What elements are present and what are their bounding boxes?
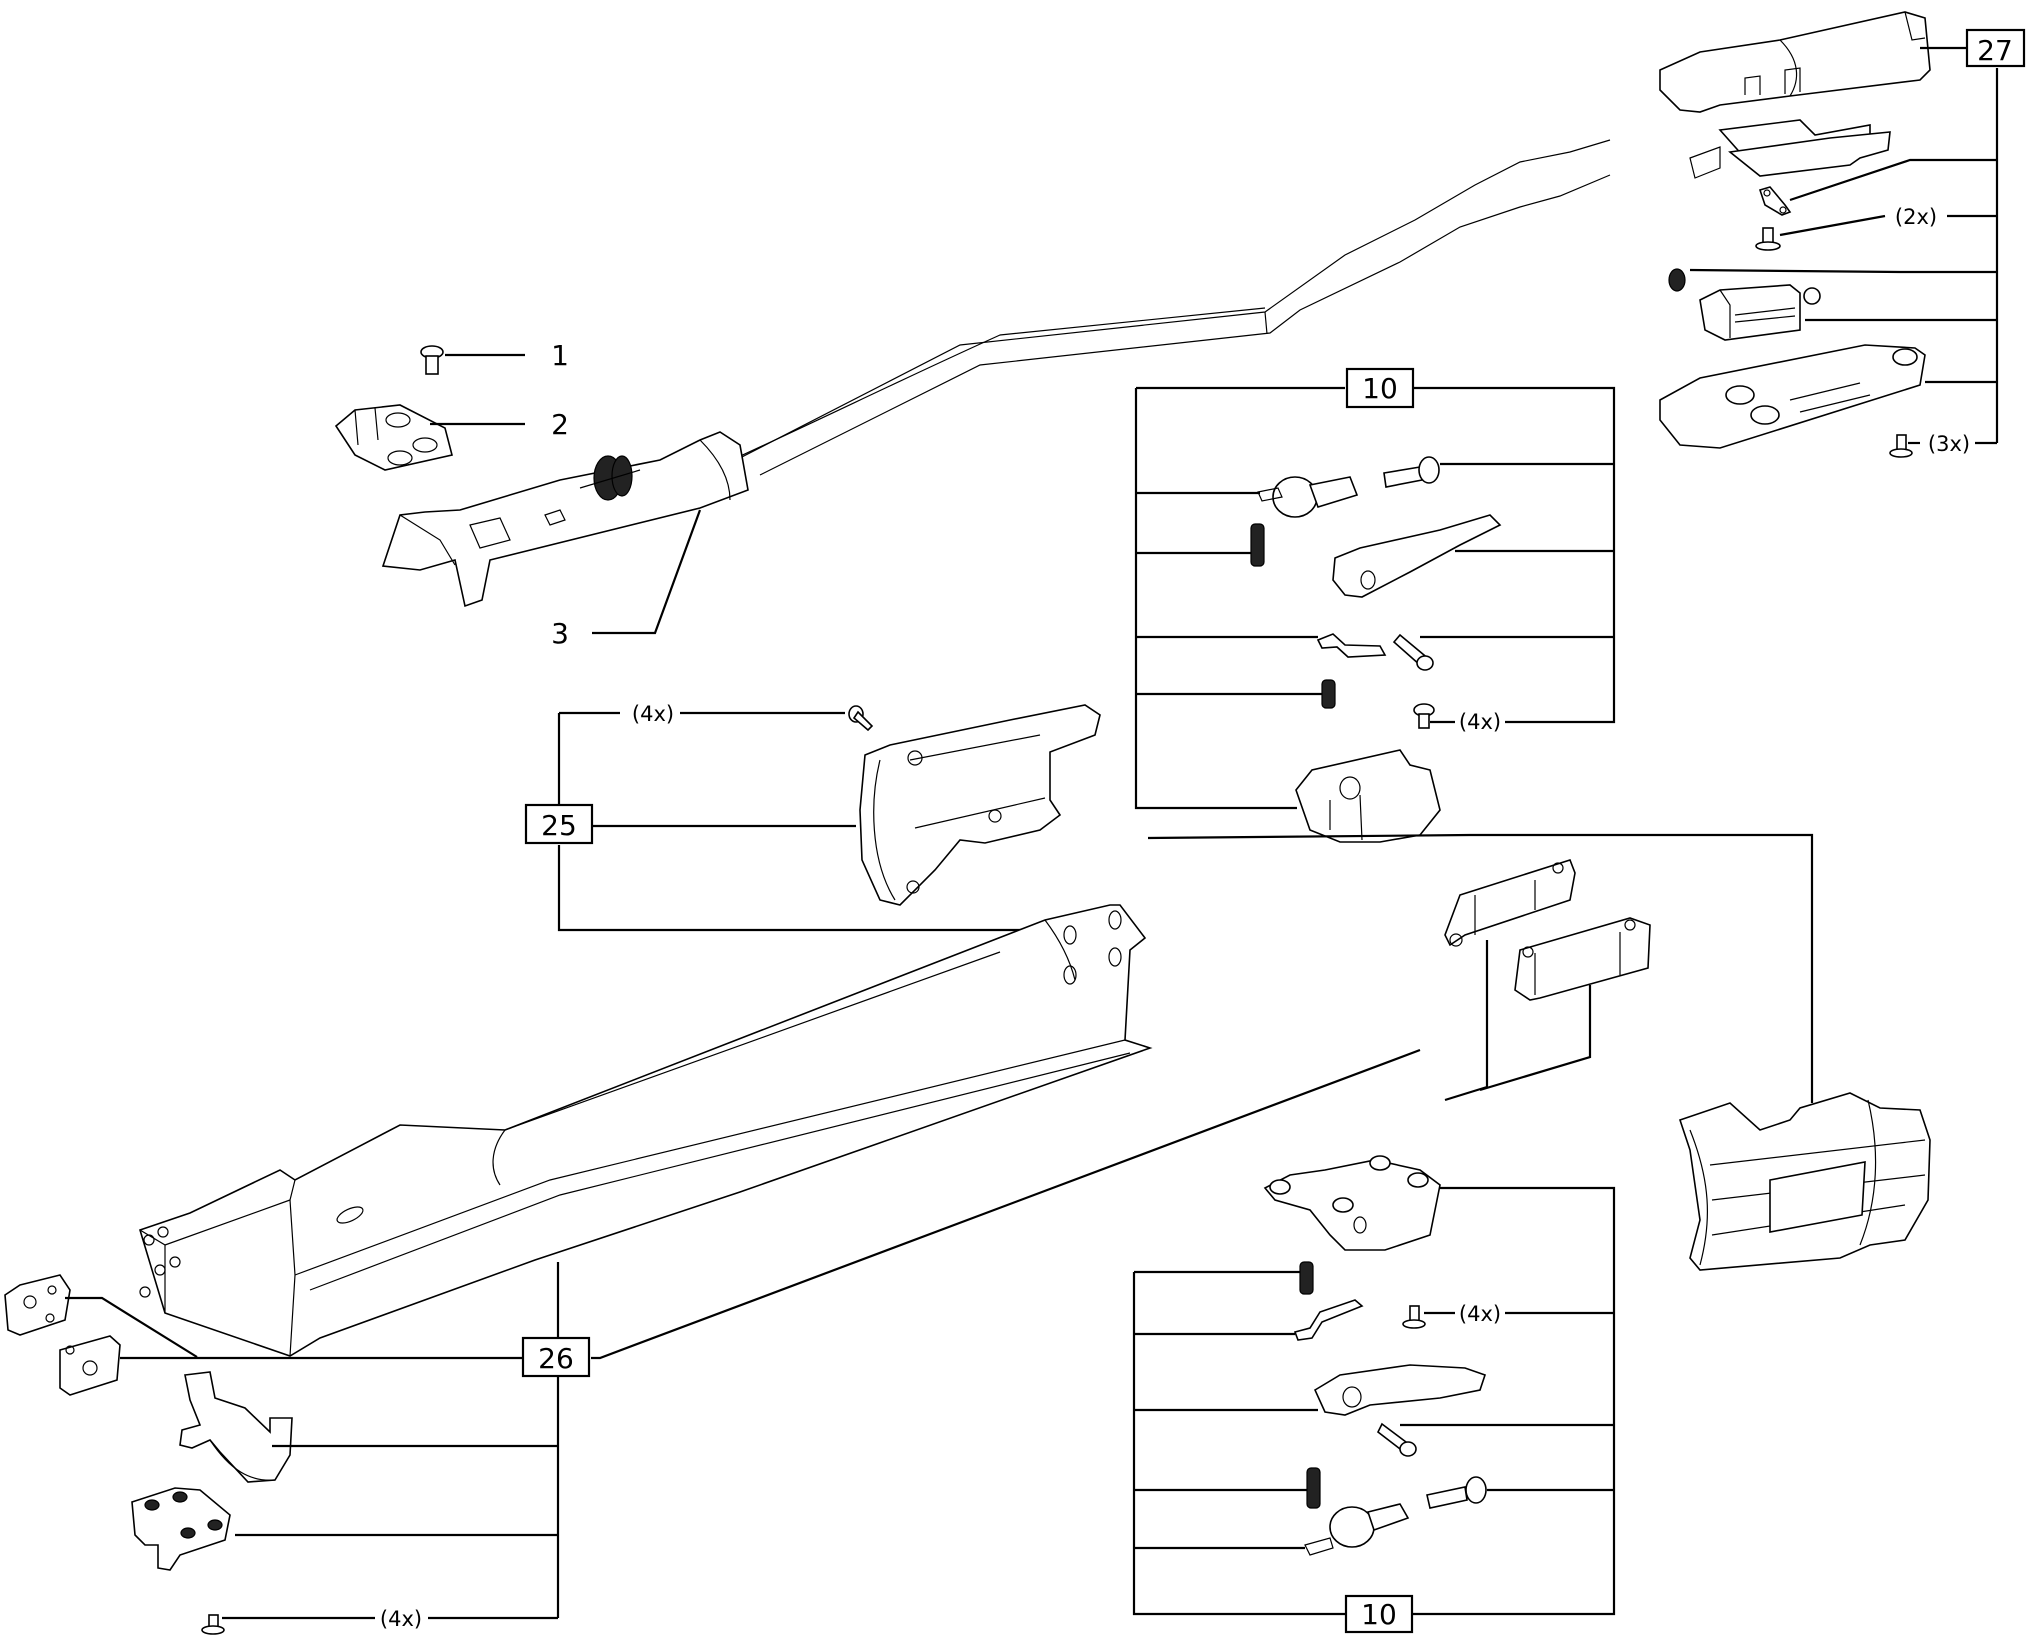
callout-10-lower: 10 — [1361, 1598, 1397, 1631]
end-plate-part — [59, 1335, 121, 1396]
screw-part — [420, 345, 444, 375]
tube-cradle-part — [179, 1371, 293, 1483]
callout-25-box — [524, 803, 594, 845]
quantity-label: (4x) — [1459, 710, 1501, 734]
electronics-base-plate-part — [1659, 344, 1926, 449]
callout-2: 2 — [551, 408, 569, 441]
screw-part — [201, 1614, 225, 1635]
main-tube-part — [139, 904, 1153, 1357]
mounting-plate-part — [131, 1487, 231, 1571]
bolt-part — [1383, 456, 1440, 488]
spring-part — [1306, 1467, 1321, 1509]
callout-3: 3 — [551, 617, 569, 650]
quantity-label: (4x) — [1459, 1302, 1501, 1326]
end-cap-housing-part — [859, 704, 1101, 906]
callout-27-box — [1965, 28, 2026, 68]
callout-27: 27 — [1977, 34, 2013, 67]
cable-cover-part — [1659, 11, 1931, 113]
screw-part — [848, 705, 874, 732]
spring-part — [1321, 679, 1336, 709]
end-plate-part — [4, 1274, 71, 1336]
cable-clip-part — [1758, 186, 1792, 216]
pivot-sleeve-part — [1304, 1503, 1410, 1556]
screw-part — [1755, 227, 1781, 251]
screw-part — [1402, 1305, 1426, 1329]
callout-26-box — [521, 1336, 591, 1378]
parts-1-2-3-group: 1 2 3 — [334, 339, 749, 650]
carriage-slider-part — [381, 431, 749, 608]
callout-10-upper: 10 — [1362, 372, 1398, 405]
kit-10-lower-group: (4x) 10 — [1132, 1155, 1616, 1634]
spring-part — [1668, 268, 1686, 292]
kit-27-group: 27 (2x) (3x) — [709, 11, 2026, 476]
end-cover-part — [1147, 833, 1931, 1271]
quantity-label: (4x) — [632, 702, 674, 726]
spring-clip-part — [1316, 633, 1387, 658]
pin-part — [1392, 633, 1434, 671]
callout-10-upper-box — [1345, 367, 1415, 409]
latch-housing-part — [1295, 749, 1441, 843]
quantity-label: (4x) — [380, 1607, 422, 1631]
release-lever-part — [1332, 514, 1502, 598]
callout-26: 26 — [538, 1342, 574, 1375]
kit-25-group: 25 (4x) — [524, 702, 1131, 932]
pivot-sleeve-part — [1257, 476, 1359, 518]
cable-part — [709, 119, 1891, 476]
screw-part — [1413, 703, 1435, 729]
callout-25: 25 — [541, 809, 577, 842]
mounting-bracket-lower-part — [1514, 917, 1651, 1001]
quantity-label: (2x) — [1895, 205, 1937, 229]
bracket-plate-part — [334, 404, 453, 471]
kit-10-upper-group: 10 — [1134, 367, 1616, 843]
release-lever-part — [1313, 1364, 1487, 1416]
spring-clip-part — [1293, 1299, 1364, 1341]
latch-housing-part — [1263, 1155, 1441, 1251]
callout-10-lower-box — [1344, 1594, 1414, 1634]
spring-part — [1299, 1261, 1314, 1295]
terminal-block-part — [1699, 284, 1821, 341]
spring-part — [1250, 523, 1265, 567]
quantity-label: (3x) — [1928, 432, 1970, 456]
kit-26-group: (4x) 26 — [4, 1048, 1421, 1635]
callout-1: 1 — [551, 339, 569, 372]
bolt-part — [1426, 1476, 1487, 1509]
screw-part — [1889, 434, 1913, 458]
mounting-bracket-upper-part — [1444, 859, 1576, 947]
pin-part — [1376, 1422, 1417, 1457]
